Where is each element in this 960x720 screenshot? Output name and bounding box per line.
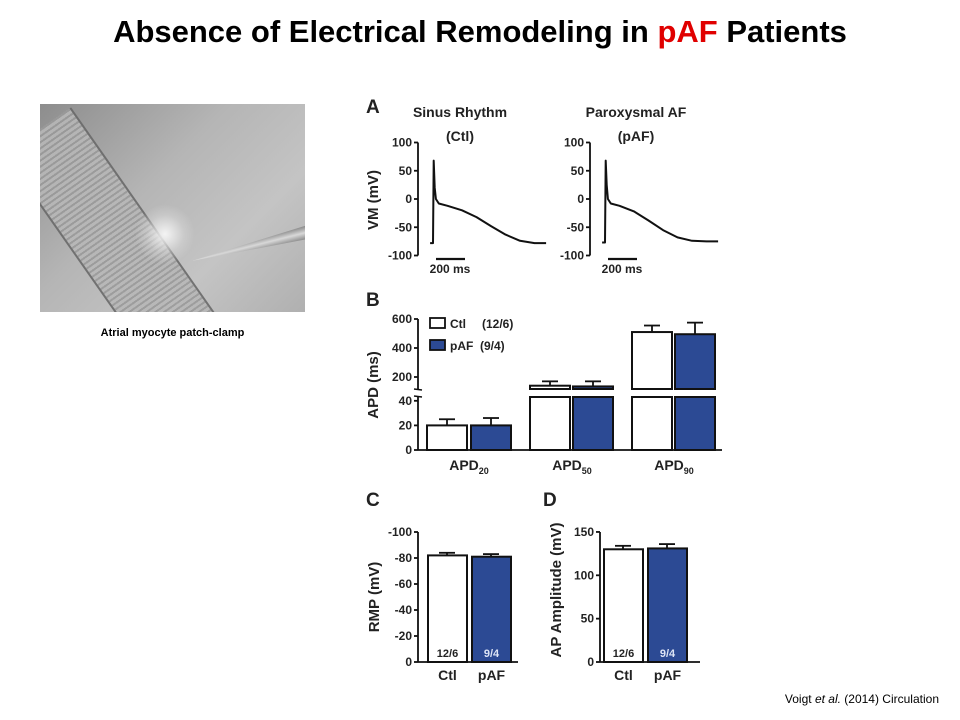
scale-bar-label: 200 ms bbox=[602, 262, 643, 276]
y-tick-label: 0 bbox=[405, 192, 412, 206]
bar-break-gap bbox=[570, 390, 616, 396]
y-tick-label: 40 bbox=[399, 394, 413, 408]
legend-n: (9/4) bbox=[480, 339, 505, 353]
x-tick-label: APD50 bbox=[552, 457, 592, 476]
x-tick-subscript: 50 bbox=[582, 466, 592, 476]
myocyte-micrograph bbox=[40, 104, 305, 312]
y-tick-label: -80 bbox=[395, 551, 413, 565]
legend-n: (12/6) bbox=[482, 317, 513, 331]
axis-break bbox=[413, 388, 423, 391]
y-tick-label: -60 bbox=[395, 577, 413, 591]
trace-subtitle: (pAF) bbox=[618, 128, 655, 144]
legend-swatch bbox=[429, 317, 446, 329]
citation-etal: et al. bbox=[814, 692, 841, 706]
trace-title: Sinus Rhythm bbox=[413, 104, 507, 120]
panel-label-d: D bbox=[543, 490, 557, 511]
bar-paf bbox=[470, 424, 512, 451]
axis-break bbox=[413, 395, 423, 398]
y-tick-label: 0 bbox=[405, 655, 412, 669]
bar-paf-lower bbox=[572, 396, 614, 451]
title-text: Absence of Electrical Remodeling in bbox=[113, 14, 658, 49]
trace-subtitle: (Ctl) bbox=[446, 128, 474, 144]
bar-ctl bbox=[603, 548, 644, 663]
legend-label: Ctl bbox=[450, 317, 466, 331]
panel-label-b: B bbox=[366, 290, 380, 311]
light-glare bbox=[135, 204, 195, 264]
image-caption: Atrial myocyte patch-clamp bbox=[100, 327, 245, 339]
bar-ctl bbox=[427, 554, 468, 664]
y-tick-label: 100 bbox=[392, 136, 412, 150]
bar-paf-lower bbox=[674, 396, 716, 451]
y-tick-label: -50 bbox=[395, 220, 413, 234]
y-axis-label-c: RMP (mV) bbox=[366, 562, 383, 633]
y-tick-label: 0 bbox=[577, 192, 584, 206]
y-tick-label: 600 bbox=[392, 312, 412, 326]
y-tick-label: 200 bbox=[392, 370, 412, 384]
x-tick-label: Ctl bbox=[614, 667, 633, 683]
action-potential-trace bbox=[430, 159, 547, 245]
x-tick-label: APD90 bbox=[654, 457, 694, 476]
bar-ctl-lower bbox=[529, 396, 571, 451]
y-axis-label-d: AP Amplitude (mV) bbox=[548, 522, 565, 657]
y-tick-label: 20 bbox=[399, 418, 413, 432]
bar-ctl bbox=[426, 424, 468, 451]
n-label: 12/6 bbox=[437, 648, 458, 660]
x-tick-subscript: 20 bbox=[479, 466, 489, 476]
bar-break-gap bbox=[527, 390, 573, 396]
n-label: 9/4 bbox=[484, 648, 500, 660]
panel-label-a: A bbox=[366, 97, 380, 118]
y-axis-label-b: APD (ms) bbox=[365, 351, 382, 419]
slide-title: Absence of Electrical Remodeling in pAF … bbox=[0, 14, 960, 50]
citation-rest: (2014) Circulation bbox=[840, 692, 939, 706]
title-highlight: pAF bbox=[657, 14, 718, 49]
y-tick-label: 400 bbox=[392, 341, 412, 355]
legend-swatch bbox=[429, 339, 446, 351]
y-tick-label: 0 bbox=[587, 655, 594, 669]
y-tick-label: -100 bbox=[388, 525, 412, 539]
citation: Voigt et al. (2014) Circulation bbox=[785, 692, 939, 706]
x-tick-label: Ctl bbox=[438, 667, 457, 683]
y-tick-label: 0 bbox=[405, 443, 412, 457]
title-text-end: Patients bbox=[717, 14, 847, 49]
x-tick-subscript: 90 bbox=[684, 466, 694, 476]
y-tick-label: -40 bbox=[395, 603, 413, 617]
x-tick-label: pAF bbox=[478, 667, 506, 683]
x-tick-label: APD20 bbox=[449, 457, 489, 476]
y-tick-label: 150 bbox=[574, 525, 594, 539]
y-tick-label: 50 bbox=[581, 612, 595, 626]
n-label: 9/4 bbox=[660, 648, 676, 660]
y-tick-label: -50 bbox=[567, 220, 585, 234]
bar-ctl-upper bbox=[631, 331, 673, 390]
y-tick-label: 100 bbox=[574, 568, 594, 582]
bar-break-gap bbox=[672, 390, 718, 396]
citation-author: Voigt bbox=[784, 692, 815, 706]
bar-ctl-lower bbox=[631, 396, 673, 451]
legend-label: pAF bbox=[450, 339, 473, 353]
y-tick-label: -100 bbox=[388, 249, 412, 263]
bar-paf-upper bbox=[572, 385, 614, 390]
y-tick-label: 50 bbox=[571, 164, 585, 178]
trace-title: Paroxysmal AF bbox=[586, 104, 687, 120]
n-label: 12/6 bbox=[613, 648, 634, 660]
panel-label-c: C bbox=[366, 490, 380, 511]
x-tick-label: pAF bbox=[654, 667, 682, 683]
bar-paf-upper bbox=[674, 333, 716, 391]
y-tick-label: -20 bbox=[395, 629, 413, 643]
bar-break-gap bbox=[629, 390, 675, 396]
y-tick-label: 100 bbox=[564, 136, 584, 150]
y-axis-label-a: VM (mV) bbox=[365, 170, 382, 230]
bar-paf bbox=[471, 555, 512, 664]
y-tick-label: 50 bbox=[399, 164, 413, 178]
bar-paf bbox=[647, 547, 688, 663]
bar-ctl-upper bbox=[529, 384, 571, 391]
y-tick-label: -100 bbox=[560, 249, 584, 263]
scale-bar-label: 200 ms bbox=[430, 262, 471, 276]
action-potential-trace bbox=[602, 159, 719, 244]
